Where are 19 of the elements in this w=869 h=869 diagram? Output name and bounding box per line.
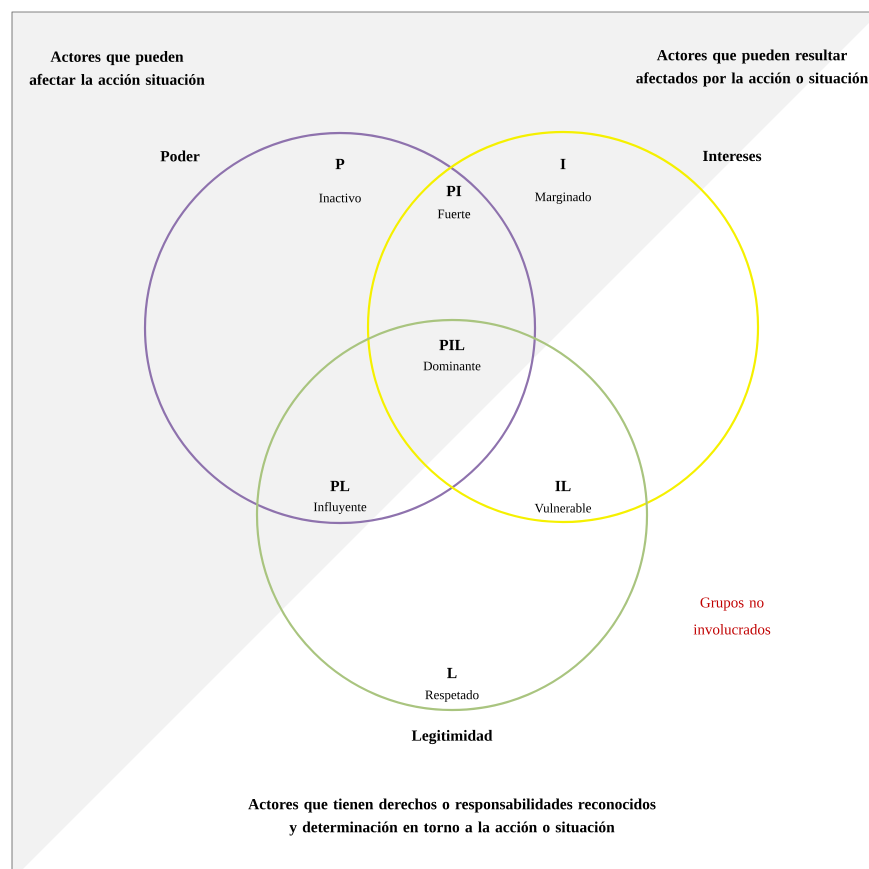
region-name: Inactivo: [319, 194, 361, 202]
region-code: PIL: [439, 340, 464, 350]
description-text: Actores que tienen derechos o responsabilidades reconocidos y determinación en torno a la acción o situación: [248, 798, 656, 836]
region-name: Marginado: [534, 192, 591, 204]
region-code: P: [336, 158, 344, 170]
region-name: Respetado: [425, 690, 479, 702]
region-name: Dominante: [424, 362, 480, 370]
region-name: Influyente: [314, 502, 366, 514]
region-name: Fuerte: [438, 210, 470, 218]
region-code: I: [560, 158, 566, 170]
description-text: Actores que pueden resultar afectados por la acción o situación: [636, 49, 868, 87]
region-code: IL: [555, 480, 571, 492]
node-label: Legitimidad: [412, 730, 492, 744]
description-text: Actores que pueden afectar la acción situación: [30, 51, 205, 85]
region-code: PI: [446, 186, 462, 196]
note-text: Grupos no involucrados: [694, 597, 770, 635]
region-code: PL: [330, 480, 350, 492]
region-name: Vulnerable: [534, 503, 592, 513]
region-code: L: [447, 668, 457, 678]
